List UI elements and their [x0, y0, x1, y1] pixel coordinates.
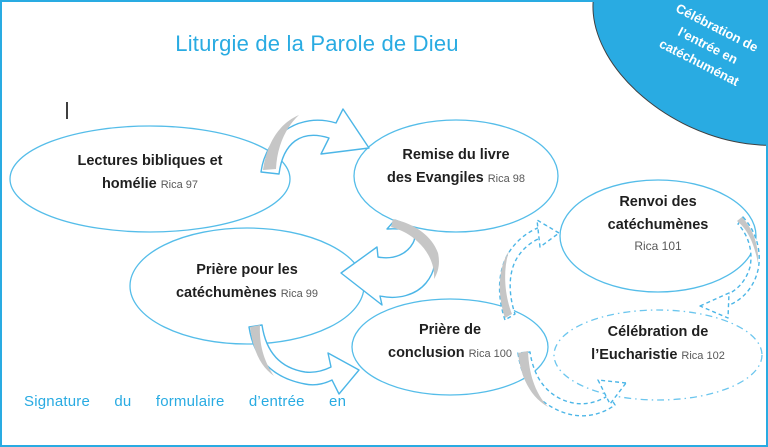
ellipse-remise[interactable]	[353, 119, 559, 233]
arrow-renvoi-to-eucharistie[interactable]	[699, 216, 760, 319]
node-title: Renvoi des catéchumènes	[607, 193, 709, 233]
arrow-priere-to-conclusion[interactable]	[248, 324, 360, 395]
footer-text[interactable]: Signature du formulaire d’entrée en	[24, 393, 347, 410]
node-title: Lectures bibliques et homélie	[77, 152, 223, 192]
node-title: Célébration de l’Eucharistie	[591, 323, 709, 363]
arrow-remise-to-priere[interactable]	[340, 219, 439, 306]
node-title: Remise du livre des Evangiles	[386, 146, 510, 186]
node-ref: Rica 101	[634, 239, 682, 254]
node-title: Prière pour les catéchumènes	[175, 261, 298, 301]
page-title[interactable]: Liturgie de la Parole de Dieu	[175, 31, 459, 56]
ellipse-eucharistie[interactable]	[553, 309, 763, 401]
arrow-lectures-to-remise[interactable]	[260, 108, 370, 175]
text-cursor	[66, 102, 68, 119]
node-ref: Rica 97	[160, 179, 199, 191]
node-title: Prière de conclusion	[388, 321, 482, 361]
ellipse-renvoi[interactable]	[559, 179, 757, 293]
node-ref: Rica 99	[280, 288, 319, 300]
arrow-conclusion-to-eucharistie[interactable]	[517, 351, 627, 417]
node-renvoi[interactable]: Renvoi des catéchumènes Rica 101	[560, 180, 756, 292]
ellipse-priere-conclusion[interactable]	[351, 298, 549, 396]
node-ref: Rica 98	[487, 173, 525, 185]
node-ref: Rica 102	[681, 350, 725, 362]
node-ref: Rica 100	[468, 348, 512, 360]
ellipse-lectures[interactable]	[9, 125, 291, 233]
arrow-conclusion-to-renvoi[interactable]	[498, 219, 560, 321]
